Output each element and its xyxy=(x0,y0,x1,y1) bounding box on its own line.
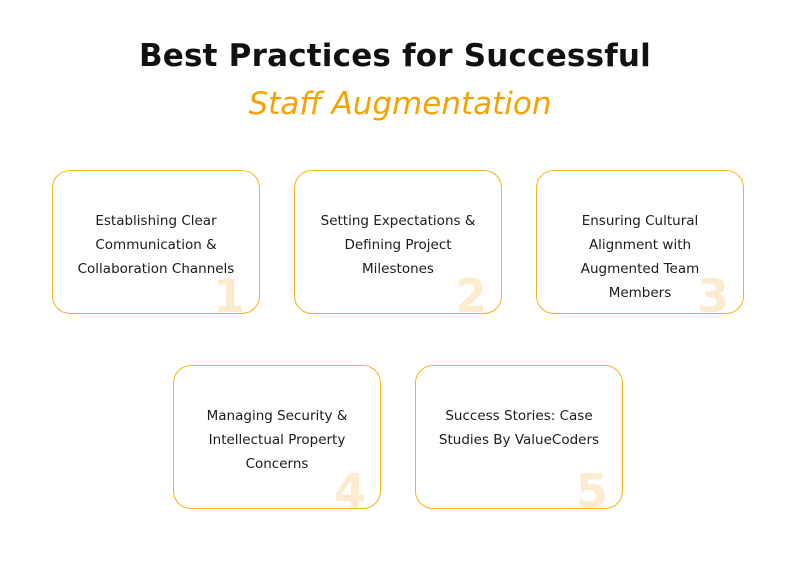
page-title: Best Practices for Successful xyxy=(138,38,652,74)
practice-card-2: Setting Expectations & Defining Project … xyxy=(294,170,502,314)
practice-card-number: 5 xyxy=(575,464,608,509)
practice-card-number: 3 xyxy=(696,269,729,314)
practice-card-number: 4 xyxy=(333,464,366,509)
practice-card-4: Managing Security & Intellectual Propert… xyxy=(173,365,381,509)
practice-card-text: Setting Expectations & Defining Project … xyxy=(320,213,476,277)
practice-card-1: Establishing Clear Communication & Colla… xyxy=(52,170,260,314)
practice-card-text: Managing Security & Intellectual Propert… xyxy=(206,408,348,472)
practice-card-text: Establishing Clear Communication & Colla… xyxy=(77,213,235,277)
practice-card-text: Success Stories: Case Studies By ValueCo… xyxy=(438,408,600,448)
practice-card-text: Ensuring Cultural Alignment with Augment… xyxy=(580,213,700,301)
practice-card-number: 2 xyxy=(454,269,487,314)
practice-card-5: Success Stories: Case Studies By ValueCo… xyxy=(415,365,623,509)
practice-card-3: Ensuring Cultural Alignment with Augment… xyxy=(536,170,744,314)
page-subtitle: Staff Augmentation xyxy=(248,86,552,122)
practice-card-number: 1 xyxy=(212,269,245,314)
